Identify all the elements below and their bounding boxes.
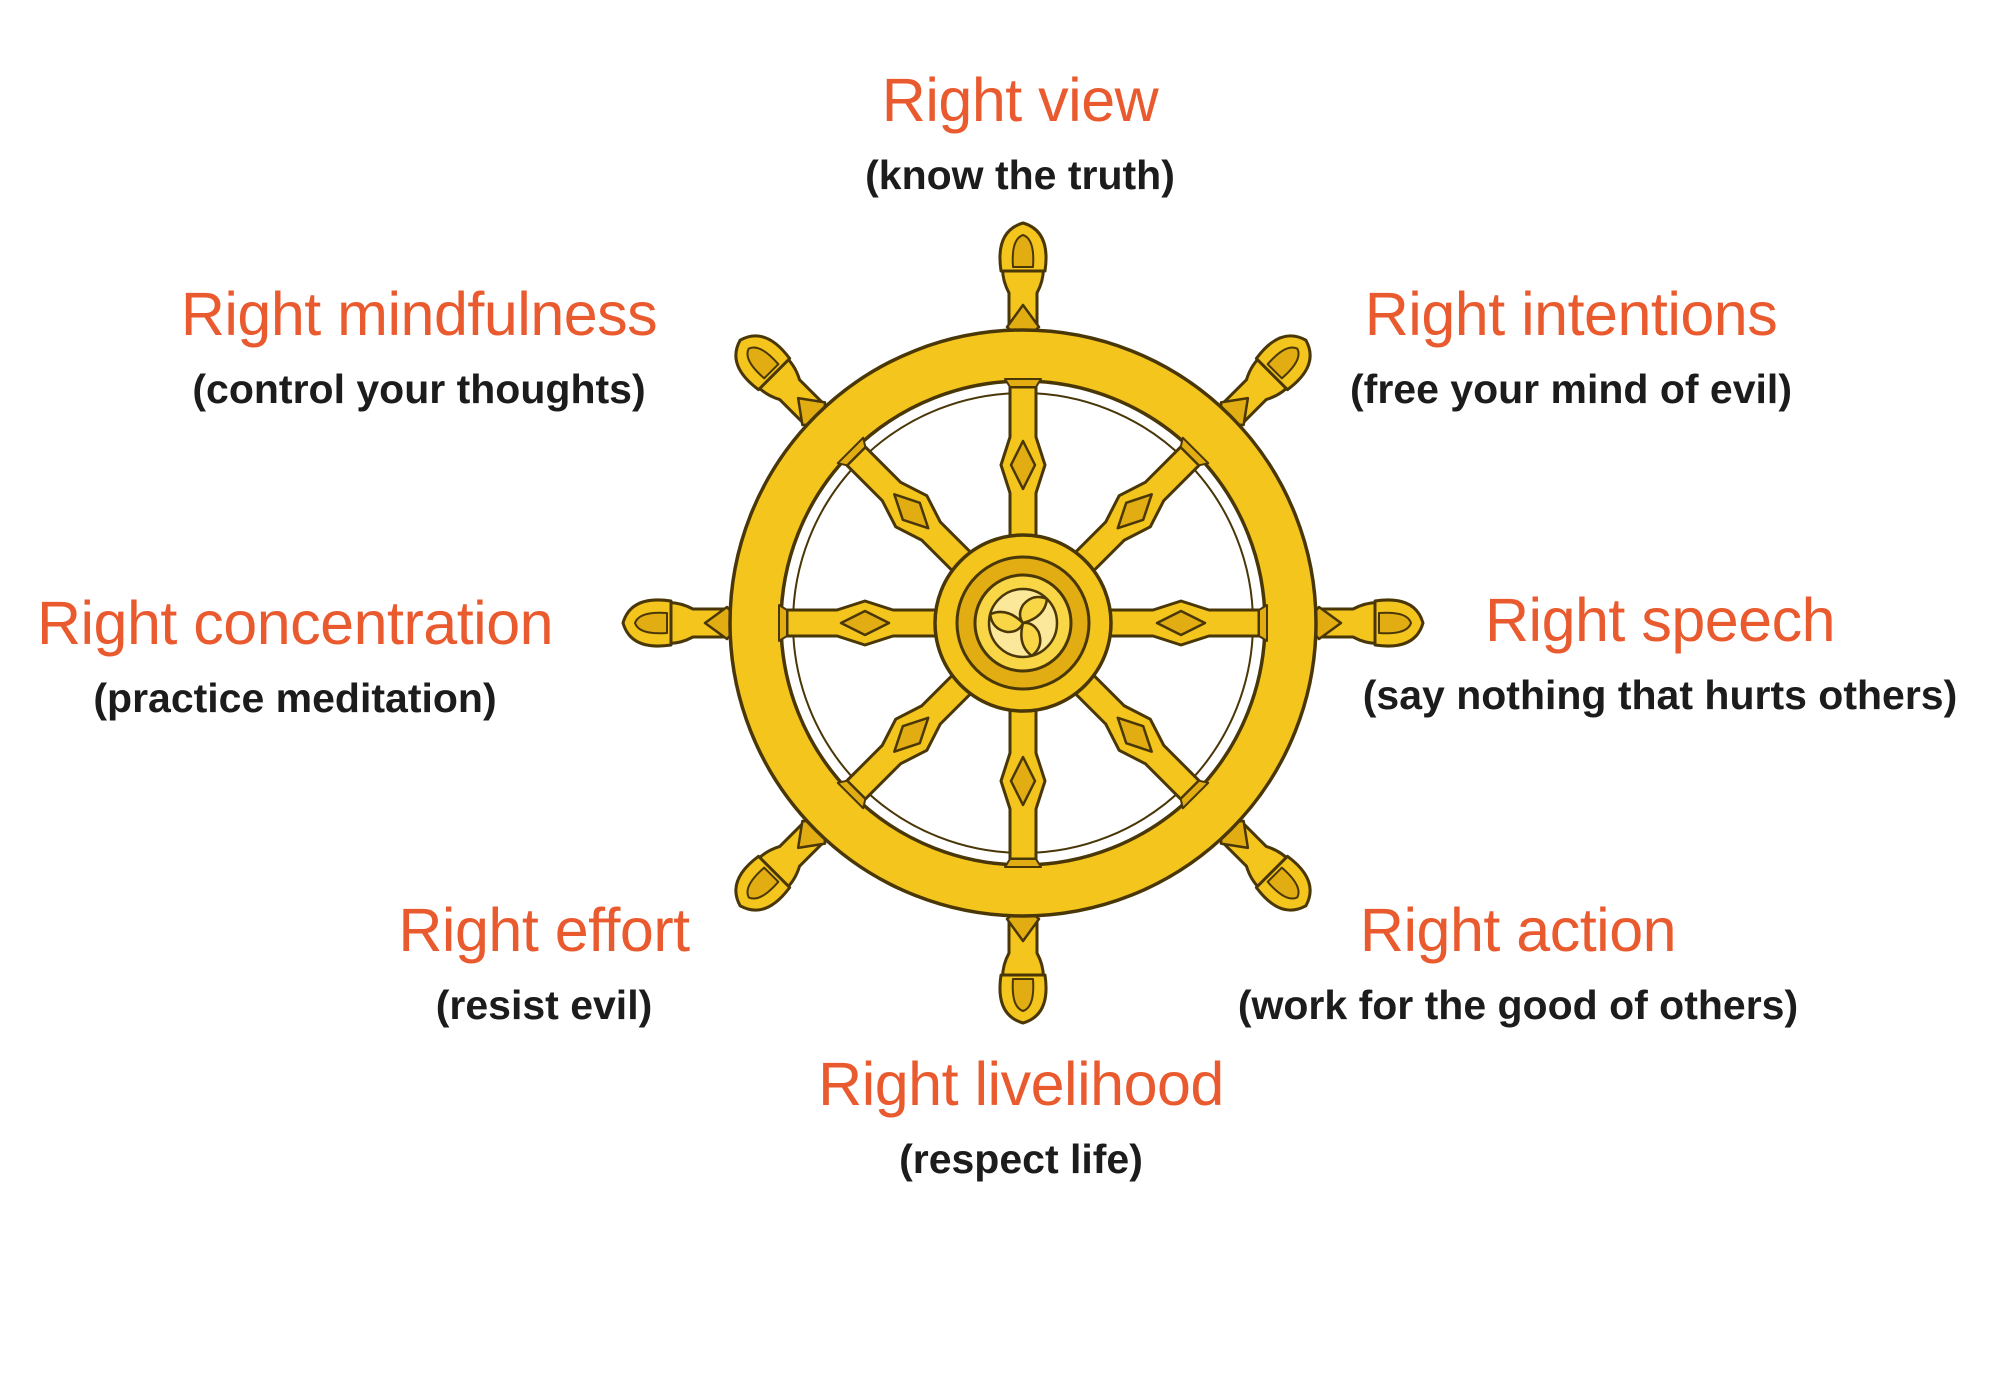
wheel-handles [621, 221, 1425, 1025]
path-label-right-concentration: Right concentration (practice meditation… [0, 593, 590, 719]
path-title: Right concentration [36, 589, 554, 657]
wheel-spoke [778, 599, 941, 647]
path-subtitle: (know the truth) [865, 152, 1175, 198]
path-label-right-intentions: Right intentions (free your mind of evil… [1251, 284, 1891, 410]
path-title: Right action [1359, 896, 1677, 964]
handle-knob-facet [746, 346, 780, 380]
path-label-right-action: Right action (work for the good of other… [1198, 900, 1838, 1026]
path-title: Right mindfulness [180, 280, 658, 348]
swirl-blade [988, 610, 1025, 634]
path-subtitle: (practice meditation) [93, 675, 497, 721]
path-subtitle: (control your thoughts) [192, 366, 646, 412]
spoke-gem [893, 493, 930, 530]
path-title: Right effort [398, 896, 690, 964]
wheel-spoke [1071, 671, 1210, 810]
handle-knob-facet [1266, 866, 1300, 900]
spoke-gem [839, 609, 891, 637]
handle-knob-facet [746, 866, 780, 900]
wheel-spoke [1105, 599, 1268, 647]
wheel-spoke [999, 705, 1047, 868]
wheel-handle [621, 598, 745, 648]
path-label-right-mindfulness: Right mindfulness (control your thoughts… [99, 284, 739, 410]
spoke-cap [1258, 604, 1268, 642]
path-subtitle: (respect life) [899, 1136, 1143, 1182]
hub-swirl-icon [987, 587, 1059, 659]
spoke-cap [1179, 779, 1210, 810]
handle-knob-facet [1378, 611, 1412, 635]
path-title: Right livelihood [818, 1050, 1224, 1118]
spoke-cap [1179, 436, 1210, 467]
spoke-cap [836, 779, 867, 810]
swirl-blade [1018, 595, 1049, 625]
handle-knob-facet [1266, 346, 1300, 380]
spoke-cap [1004, 858, 1042, 868]
spoke-gem [1116, 493, 1153, 530]
path-label-right-speech: Right speech (say nothing that hurts oth… [1340, 590, 1980, 716]
spoke-cap [1004, 378, 1042, 388]
wheel-spokes [778, 378, 1268, 868]
wheel-spoke [999, 378, 1047, 541]
path-label-right-livelihood: Right livelihood (respect life) [701, 1054, 1341, 1180]
spoke-cap [836, 436, 867, 467]
wheel-spoke [1071, 436, 1210, 575]
wheel-handle [998, 221, 1048, 345]
wheel-handle [1301, 598, 1425, 648]
path-subtitle: (work for the good of others) [1237, 982, 1799, 1028]
handle-knob-facet [1011, 978, 1035, 1012]
path-title: Right view [881, 66, 1159, 134]
handle-knob-facet [634, 611, 668, 635]
path-label-right-effort: Right effort (resist evil) [224, 900, 864, 1026]
spoke-gem [893, 716, 930, 753]
swirl-blade [1020, 621, 1042, 658]
spoke-gem [1009, 755, 1037, 807]
wheel-spoke [836, 436, 975, 575]
path-subtitle: (say nothing that hurts others) [1362, 672, 1958, 718]
path-title: Right speech [1484, 586, 1836, 654]
wheel-spoke [836, 671, 975, 810]
spoke-cap [778, 604, 788, 642]
spoke-gem [1116, 716, 1153, 753]
spoke-gem [1009, 439, 1037, 491]
spoke-gem [1155, 609, 1207, 637]
path-subtitle: (resist evil) [435, 982, 653, 1028]
path-title: Right intentions [1364, 280, 1778, 348]
path-subtitle: (free your mind of evil) [1350, 366, 1792, 412]
path-label-right-view: Right view (know the truth) [700, 70, 1340, 196]
handle-knob-facet [1011, 234, 1035, 268]
wheel-handle [998, 901, 1048, 1025]
